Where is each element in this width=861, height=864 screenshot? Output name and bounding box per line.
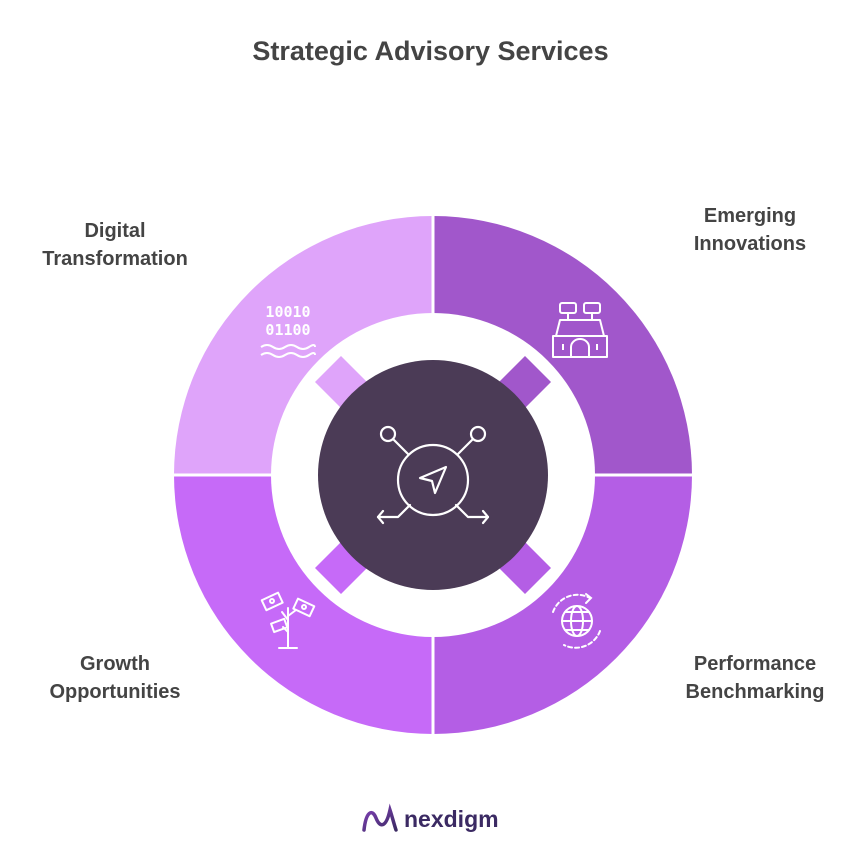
brand-logo: nexdigm <box>360 802 510 838</box>
strategy-navigation-icon <box>376 425 490 525</box>
label-line: Emerging <box>703 205 797 227</box>
label-line: Performance <box>693 653 817 675</box>
label-performance-benchmarking: Performance Benchmarking <box>660 650 850 706</box>
label-growth-opportunities: Growth Opportunities <box>25 650 205 706</box>
label-line: Innovations <box>693 233 807 255</box>
binary-code-icon: 10010 01100 <box>260 303 316 358</box>
label-line: Transformation <box>42 248 188 270</box>
money-plant-icon <box>260 591 316 649</box>
label-digital-transformation: Digital Transformation <box>20 217 210 273</box>
svg-text:01100: 01100 <box>265 321 310 339</box>
inner-ring-arcs <box>333 316 533 369</box>
nexdigm-logo-icon <box>362 803 398 832</box>
brand-name: nexdigm <box>404 806 499 832</box>
label-line: Digital <box>84 220 146 242</box>
svg-text:10010: 10010 <box>265 303 310 321</box>
center-hub <box>318 360 548 590</box>
global-refresh-icon <box>552 593 601 649</box>
label-line: Growth <box>80 653 150 675</box>
label-line: Opportunities <box>49 681 181 703</box>
label-emerging-innovations: Emerging Innovations <box>660 202 840 258</box>
page-title: Strategic Advisory Services <box>252 36 609 66</box>
data-center-icon <box>552 302 608 358</box>
label-line: Benchmarking <box>685 681 825 703</box>
